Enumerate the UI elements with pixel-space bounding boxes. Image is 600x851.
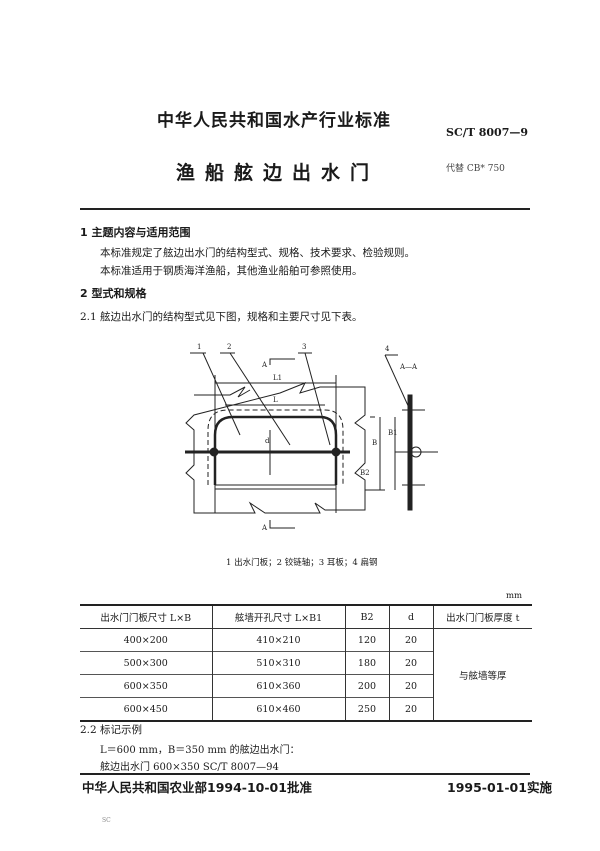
section-1-heading: 1 主题内容与适用范围 bbox=[80, 226, 191, 239]
dim-d: d bbox=[265, 437, 270, 445]
approval-date: 中华人民共和国农业部1994-10-01批准 bbox=[82, 780, 312, 795]
leader-lines bbox=[190, 352, 411, 446]
table-row: 400×200 410×210 120 20 与舷墙等厚 bbox=[80, 628, 532, 722]
paragraph: 本标准规定了舷边出水门的结构型式、规格、技术要求、检验规则。 bbox=[100, 247, 415, 259]
implementation-date: 1995-01-01实施 bbox=[447, 780, 552, 795]
dim-l1: L1 bbox=[273, 374, 282, 382]
marking-example: 舷边出水门 600×350 SC/T 8007—94 bbox=[100, 762, 279, 773]
issuing-organization: 中华人民共和国水产行业标准 bbox=[157, 111, 391, 131]
standard-code: SC/T 8007—9 bbox=[446, 126, 529, 139]
cell: 20 bbox=[388, 628, 433, 652]
cell: 120 bbox=[344, 628, 389, 652]
column-header: 出水门门板厚度 t bbox=[432, 605, 532, 629]
thickness-cell: 与舷墙等厚 bbox=[432, 628, 532, 722]
callout-3: 3 bbox=[302, 343, 306, 351]
page-mark: SC bbox=[102, 817, 111, 824]
dim-b2: B2 bbox=[360, 469, 370, 477]
callout-4: 4 bbox=[385, 345, 390, 353]
document-title: 渔船舷边出水门 bbox=[176, 162, 380, 184]
cell: 20 bbox=[388, 697, 433, 721]
header-rule bbox=[80, 208, 530, 210]
cell: 20 bbox=[388, 674, 433, 698]
cell: 610×360 bbox=[211, 674, 345, 698]
figure-caption: 1 出水门板；2 铰链轴；3 耳板；4 扁钢 bbox=[226, 558, 378, 568]
replaces-note: 代替 CB* 750 bbox=[446, 164, 505, 174]
cell: 500×300 bbox=[123, 657, 168, 669]
section-2-2-heading: 2.2 标记示例 bbox=[80, 724, 143, 736]
cell: 600×350 bbox=[123, 680, 168, 692]
paragraph: 本标准适用于钢质海洋渔船，其他渔业船舶可参照使用。 bbox=[100, 265, 363, 277]
marking-example-condition: L＝600 mm，B＝350 mm 的舷边出水门： bbox=[100, 745, 300, 756]
cell: 200 bbox=[344, 674, 389, 698]
section-view bbox=[269, 358, 438, 529]
section-mark-top: A bbox=[261, 361, 268, 369]
table-row: 600×350 610×360 200 20 bbox=[80, 674, 532, 698]
cell: 510×310 bbox=[211, 651, 345, 675]
table-row: 600×450 610×460 250 20 bbox=[80, 697, 532, 721]
cell: 180 bbox=[344, 651, 389, 675]
section-2-1: 2.1 舷边出水门的结构型式见下图，规格和主要尺寸见下表。 bbox=[80, 311, 363, 323]
section-label: A—A bbox=[399, 363, 418, 371]
freeing-port-diagram: 1 2 3 4 A—A A A L1 L B B1 B2 d bbox=[185, 343, 438, 532]
column-header: 舷墙开孔尺寸 L×B1 bbox=[211, 605, 345, 629]
specifications-table: 出水门门板尺寸 L×B 舷墙开孔尺寸 L×B1 B2 d 出水门门板厚度 t 4… bbox=[80, 604, 532, 722]
dim-b1: B1 bbox=[388, 429, 398, 437]
cell: 400×200 bbox=[123, 634, 168, 646]
section-mark-bottom: A bbox=[261, 524, 268, 532]
column-header: B2 bbox=[344, 605, 389, 629]
table-unit: mm bbox=[506, 591, 523, 601]
callout-2: 2 bbox=[227, 343, 231, 351]
cell: 410×210 bbox=[211, 628, 345, 652]
column-header: d bbox=[388, 605, 433, 629]
cell: 610×460 bbox=[211, 697, 345, 721]
door-frame bbox=[185, 375, 396, 513]
table-row: 500×300 510×310 180 20 bbox=[80, 651, 532, 675]
dim-b: B bbox=[372, 439, 377, 447]
footer-rule bbox=[80, 773, 530, 775]
callout-1: 1 bbox=[197, 343, 201, 351]
column-header: 出水门门板尺寸 L×B bbox=[100, 613, 192, 624]
cell: 600×450 bbox=[123, 703, 168, 715]
dim-l: L bbox=[273, 396, 278, 404]
section-2-heading: 2 型式和规格 bbox=[80, 287, 147, 300]
cell: 250 bbox=[344, 697, 389, 721]
bulwark-outline bbox=[185, 382, 366, 514]
table-header-row: 出水门门板尺寸 L×B 舷墙开孔尺寸 L×B1 B2 d 出水门门板厚度 t bbox=[80, 605, 532, 629]
cell: 20 bbox=[388, 651, 433, 675]
